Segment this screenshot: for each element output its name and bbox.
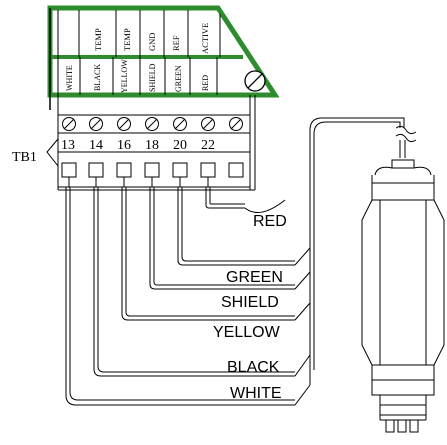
terminal-sockets bbox=[61, 162, 244, 187]
lower-label-red: RED bbox=[201, 75, 210, 91]
terminal-screws bbox=[62, 117, 243, 131]
terminal-screw-icon bbox=[173, 117, 187, 131]
lower-label-shield: SHIELD bbox=[148, 63, 157, 92]
screw-icon bbox=[244, 70, 266, 92]
terminal-number-22: 22 bbox=[201, 138, 215, 153]
terminal-number-14: 14 bbox=[89, 138, 103, 153]
terminal-screw-icon bbox=[117, 117, 131, 131]
wire-white bbox=[65, 187, 295, 406]
lower-label-yellow: YELLOW bbox=[120, 59, 129, 93]
wire-label-white: WHITE bbox=[230, 385, 282, 402]
terminal-screw-icon bbox=[89, 117, 103, 131]
upper-label-ref: REF bbox=[171, 35, 181, 51]
wire-label-yellow: YELLOW bbox=[213, 324, 281, 341]
terminal-screw-icon bbox=[201, 117, 215, 131]
tb1-bracket bbox=[46, 138, 59, 167]
terminal-screw-icon bbox=[145, 117, 159, 131]
upper-label-active: ACTIVE bbox=[200, 23, 210, 54]
terminal-screw-icon bbox=[62, 117, 76, 131]
tb1-label: TB1 bbox=[12, 150, 37, 165]
lower-label-black: BLACK bbox=[93, 64, 102, 91]
terminal-number-20: 20 bbox=[173, 138, 187, 153]
terminal-block-body bbox=[57, 95, 256, 191]
upper-label-temp-1: TEMP bbox=[93, 28, 103, 51]
terminal-number-16: 16 bbox=[117, 138, 131, 153]
lower-label-white: WHITE bbox=[65, 65, 74, 91]
terminal-number-18: 18 bbox=[145, 138, 159, 153]
terminal-block-header bbox=[47, 5, 280, 110]
wire-yellow bbox=[121, 187, 295, 321]
wire-black bbox=[93, 187, 295, 377]
wire-green bbox=[177, 187, 295, 266]
wire-label-black: BLACK bbox=[227, 359, 280, 376]
wire-label-shield: SHIELD bbox=[221, 294, 279, 311]
wire-red bbox=[205, 187, 245, 209]
wire-label-red: RED bbox=[253, 213, 287, 230]
wire-shield bbox=[149, 187, 295, 290]
upper-label-temp-2: TEMP bbox=[122, 28, 132, 51]
terminal-number-13: 13 bbox=[61, 138, 75, 153]
wire-label-green: GREEN bbox=[226, 269, 283, 286]
sensor-probe-icon bbox=[361, 125, 445, 433]
upper-label-gnd: GND bbox=[147, 33, 157, 51]
wires bbox=[65, 117, 405, 406]
terminal-screw-icon bbox=[229, 117, 243, 131]
upper-dividers bbox=[57, 10, 221, 57]
lower-label-green: GREEN bbox=[174, 65, 183, 92]
lower-dividers bbox=[57, 57, 218, 95]
